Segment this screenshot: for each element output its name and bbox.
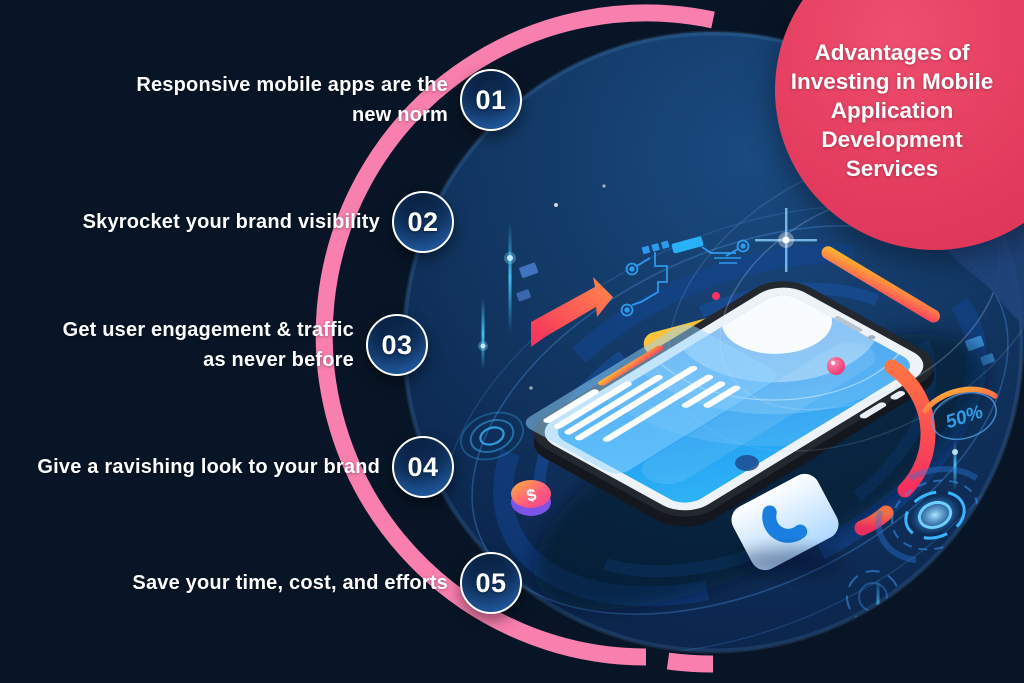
- phone-call-icon: [762, 505, 808, 543]
- benefit-number-badge: 02: [392, 191, 454, 253]
- benefit-label: Skyrocket your brand visibility: [82, 211, 380, 233]
- benefit-label: Get user engagement & traffic as never b…: [62, 319, 354, 371]
- call-tile: [731, 473, 839, 571]
- tile-shadow: [733, 549, 843, 575]
- orange-bar: [821, 246, 940, 323]
- benefit-number-badge: 05: [460, 552, 522, 614]
- glow-lines: [478, 184, 958, 648]
- gauge-arc: [922, 386, 998, 414]
- dollar-coin: $: [511, 480, 551, 516]
- card-accent-bar: [597, 345, 664, 386]
- red-dot: [712, 292, 720, 300]
- navy-dot: [735, 455, 759, 471]
- benefit-label: Responsive mobile apps are the new norm: [136, 74, 448, 126]
- side-button: [890, 390, 906, 400]
- ball-highlight: [830, 360, 836, 366]
- benefit-item-3: Get user engagement & traffic as never b…: [54, 314, 428, 376]
- circuit-lines: [620, 236, 750, 317]
- benefit-label: Save your time, cost, and efforts: [132, 572, 448, 594]
- benefit-item-1: Responsive mobile apps are the new norm …: [128, 69, 522, 131]
- camera-dot: [868, 335, 876, 340]
- benefit-item-5: Save your time, cost, and efforts 05: [108, 552, 522, 614]
- side-button: [859, 402, 887, 419]
- arrow-ribbon: [531, 277, 613, 347]
- benefit-number-badge: 01: [460, 69, 522, 131]
- red-progress-arc: [854, 359, 936, 536]
- benefit-number-badge: 03: [366, 314, 428, 376]
- title-text: Advantages of Investing in Mobile Applic…: [790, 40, 994, 181]
- benefit-number-badge: 04: [392, 436, 454, 498]
- sparkle-star: [755, 208, 817, 272]
- benefit-item-4: Give a ravishing look to your brand 04: [20, 436, 454, 498]
- pink-ball: [827, 357, 845, 375]
- floating-card: [525, 325, 778, 474]
- benefit-label: Give a ravishing look to your brand: [37, 456, 380, 478]
- ripple-rings: [460, 411, 524, 461]
- speaker-slot: [834, 316, 863, 332]
- benefit-item-2: Skyrocket your brand visibility 02: [60, 191, 454, 253]
